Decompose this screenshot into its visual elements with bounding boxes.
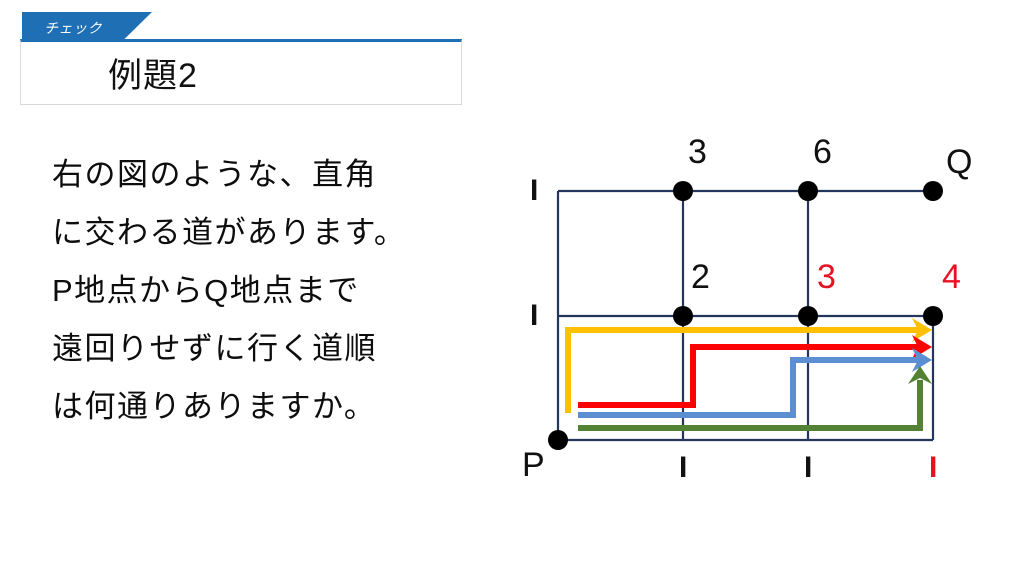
tick-left-mid: I [530,299,539,332]
route-green-line [578,380,923,431]
problem-line-4: 遠回りせずに行く道順 [52,331,377,366]
problem-line-2: に交わる道があります。 [52,215,407,250]
lattice-path-diagram: 3 6 2 3 4 P Q I I I I I [500,130,1010,500]
count-top-1: 3 [688,133,707,171]
tick-bottom-3: I [929,451,938,484]
title-box [20,39,462,105]
route-blue-line [578,357,925,418]
count-mid-2: 3 [817,258,836,296]
route-blue [578,348,932,418]
node-Q [923,181,943,201]
node-mid-3 [923,306,943,326]
count-top-2: 6 [813,133,832,171]
route-green [578,366,932,431]
node-P [548,430,568,450]
tick-left-top: I [530,174,539,207]
node-mid-2 [798,306,818,326]
node-top-1 [673,181,693,201]
page-title: 例題2 [108,57,198,95]
route-yellow-line [565,327,925,413]
count-mid-1: 2 [691,258,710,296]
tick-bottom-2: I [804,451,813,484]
label-start-P: P [522,446,545,484]
tick-bottom-1: I [679,451,688,484]
diagram-svg [548,181,943,450]
grid-nodes [548,181,943,450]
node-mid-1 [673,306,693,326]
problem-line-1: 右の図のような、直角 [52,157,377,192]
label-end-Q: Q [946,143,973,181]
problem-line-3: P地点からQ地点まで [52,273,360,308]
count-mid-3: 4 [942,258,961,296]
route-yellow-arrowhead [912,318,932,342]
header-tab-label: チェック [44,20,102,36]
problem-line-5: は何通りありますか。 [52,389,377,424]
route-red-line [578,344,925,408]
problem-statement: 右の図のような、直角 に交わる道があります。 P地点からQ地点まで 遠回りせずに… [52,146,472,436]
route-blue-arrowhead [912,348,932,372]
node-top-2 [798,181,818,201]
route-yellow [565,318,932,413]
route-green-arrowhead [908,366,932,384]
route-red [578,335,932,408]
